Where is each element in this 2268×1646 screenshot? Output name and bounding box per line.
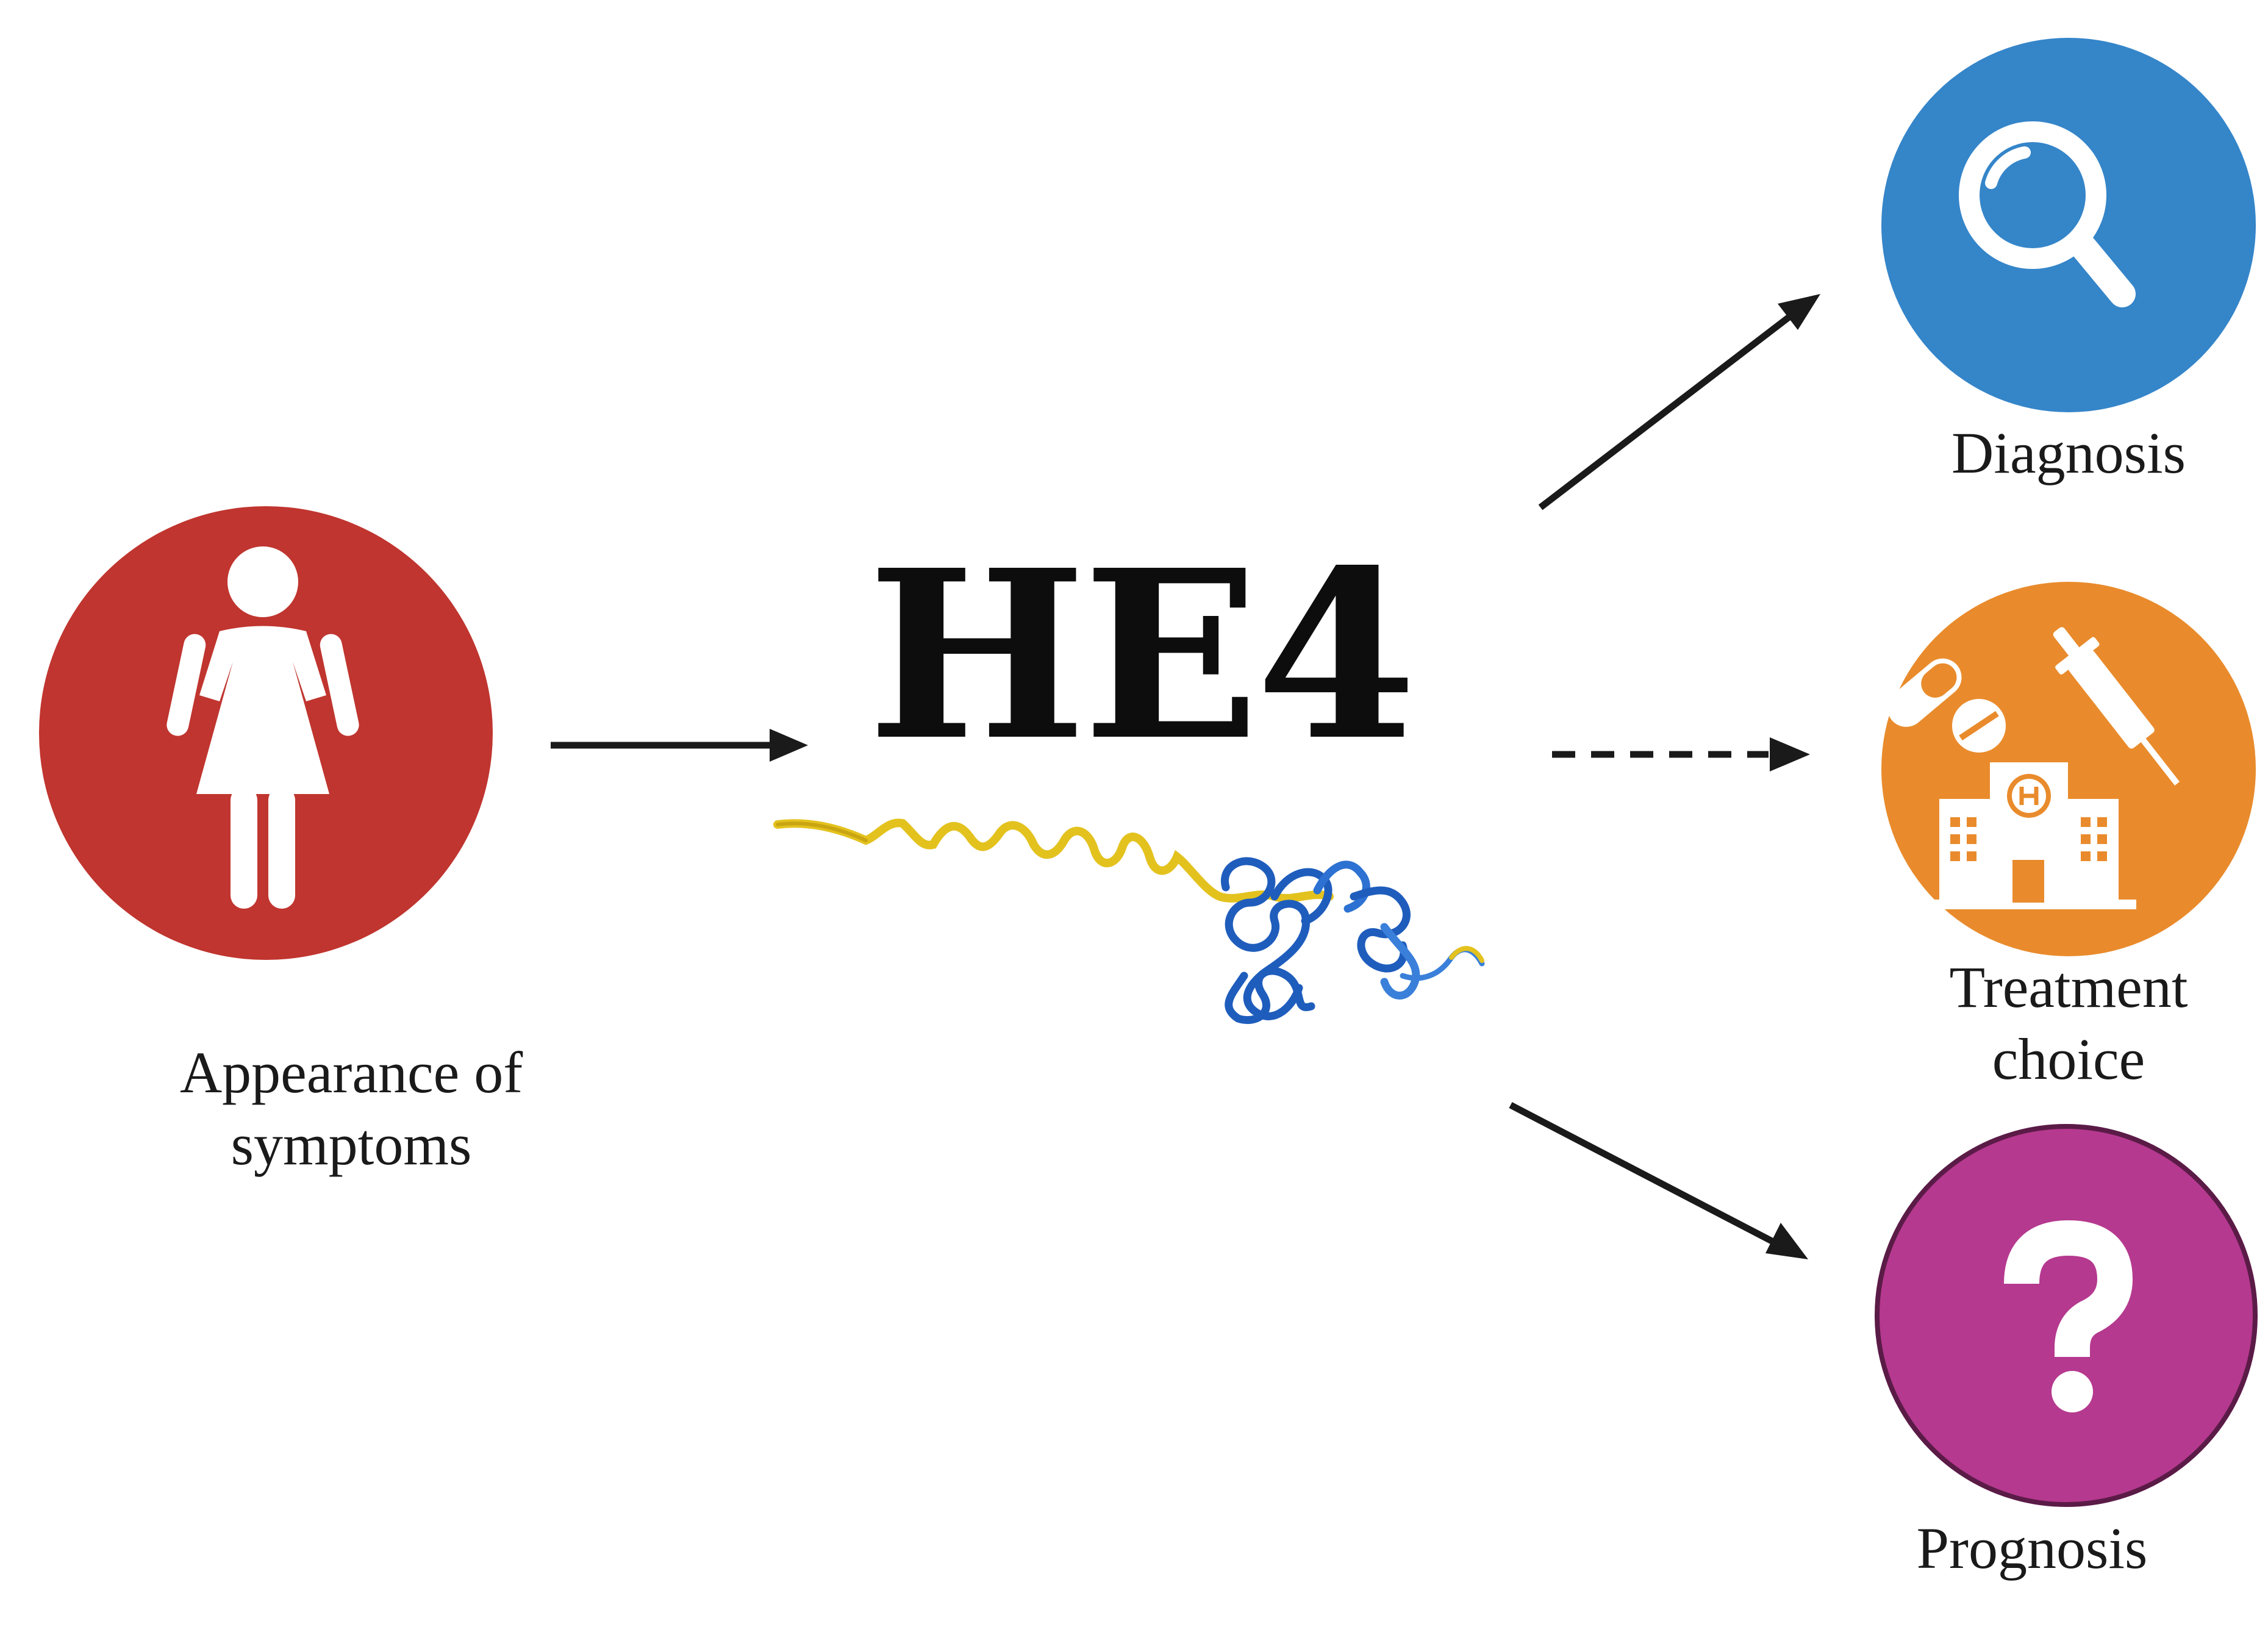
protein-structure-icon — [773, 818, 1485, 1025]
arrows — [551, 294, 1820, 1259]
diagnosis-node — [1881, 38, 2256, 412]
treatment-label-line2: choice — [1992, 1026, 2145, 1092]
prognosis-label: Prognosis — [1916, 1515, 2148, 1581]
prognosis-node — [1875, 1124, 2258, 1507]
question-icon — [2004, 1220, 2133, 1412]
diagnosis-label: Diagnosis — [1951, 420, 2186, 485]
treatment-label-line1: Treatment — [1949, 954, 2188, 1020]
treatment-node — [1881, 582, 2256, 956]
arrow-he4-to-diagnosis — [1538, 311, 1795, 510]
he4-title: HE4 — [867, 519, 1417, 792]
arrow-he4-to-prognosis — [1509, 1102, 1780, 1247]
symptoms-label: Appearance of symptoms — [113, 1037, 589, 1181]
woman-icon — [166, 546, 359, 909]
diagnosis-circle — [1881, 38, 2256, 412]
protein-domains — [1220, 857, 1485, 1025]
magnifier-icon — [1959, 121, 2136, 307]
symptoms-node — [39, 506, 493, 960]
symptoms-label-line1: Appearance of — [179, 1040, 523, 1105]
protein-helix — [773, 818, 1334, 903]
medicine-hospital-icon — [1887, 627, 2180, 909]
treatment-label: Treatment choice — [1886, 951, 2252, 1095]
symptoms-label-line2: symptoms — [231, 1112, 472, 1177]
